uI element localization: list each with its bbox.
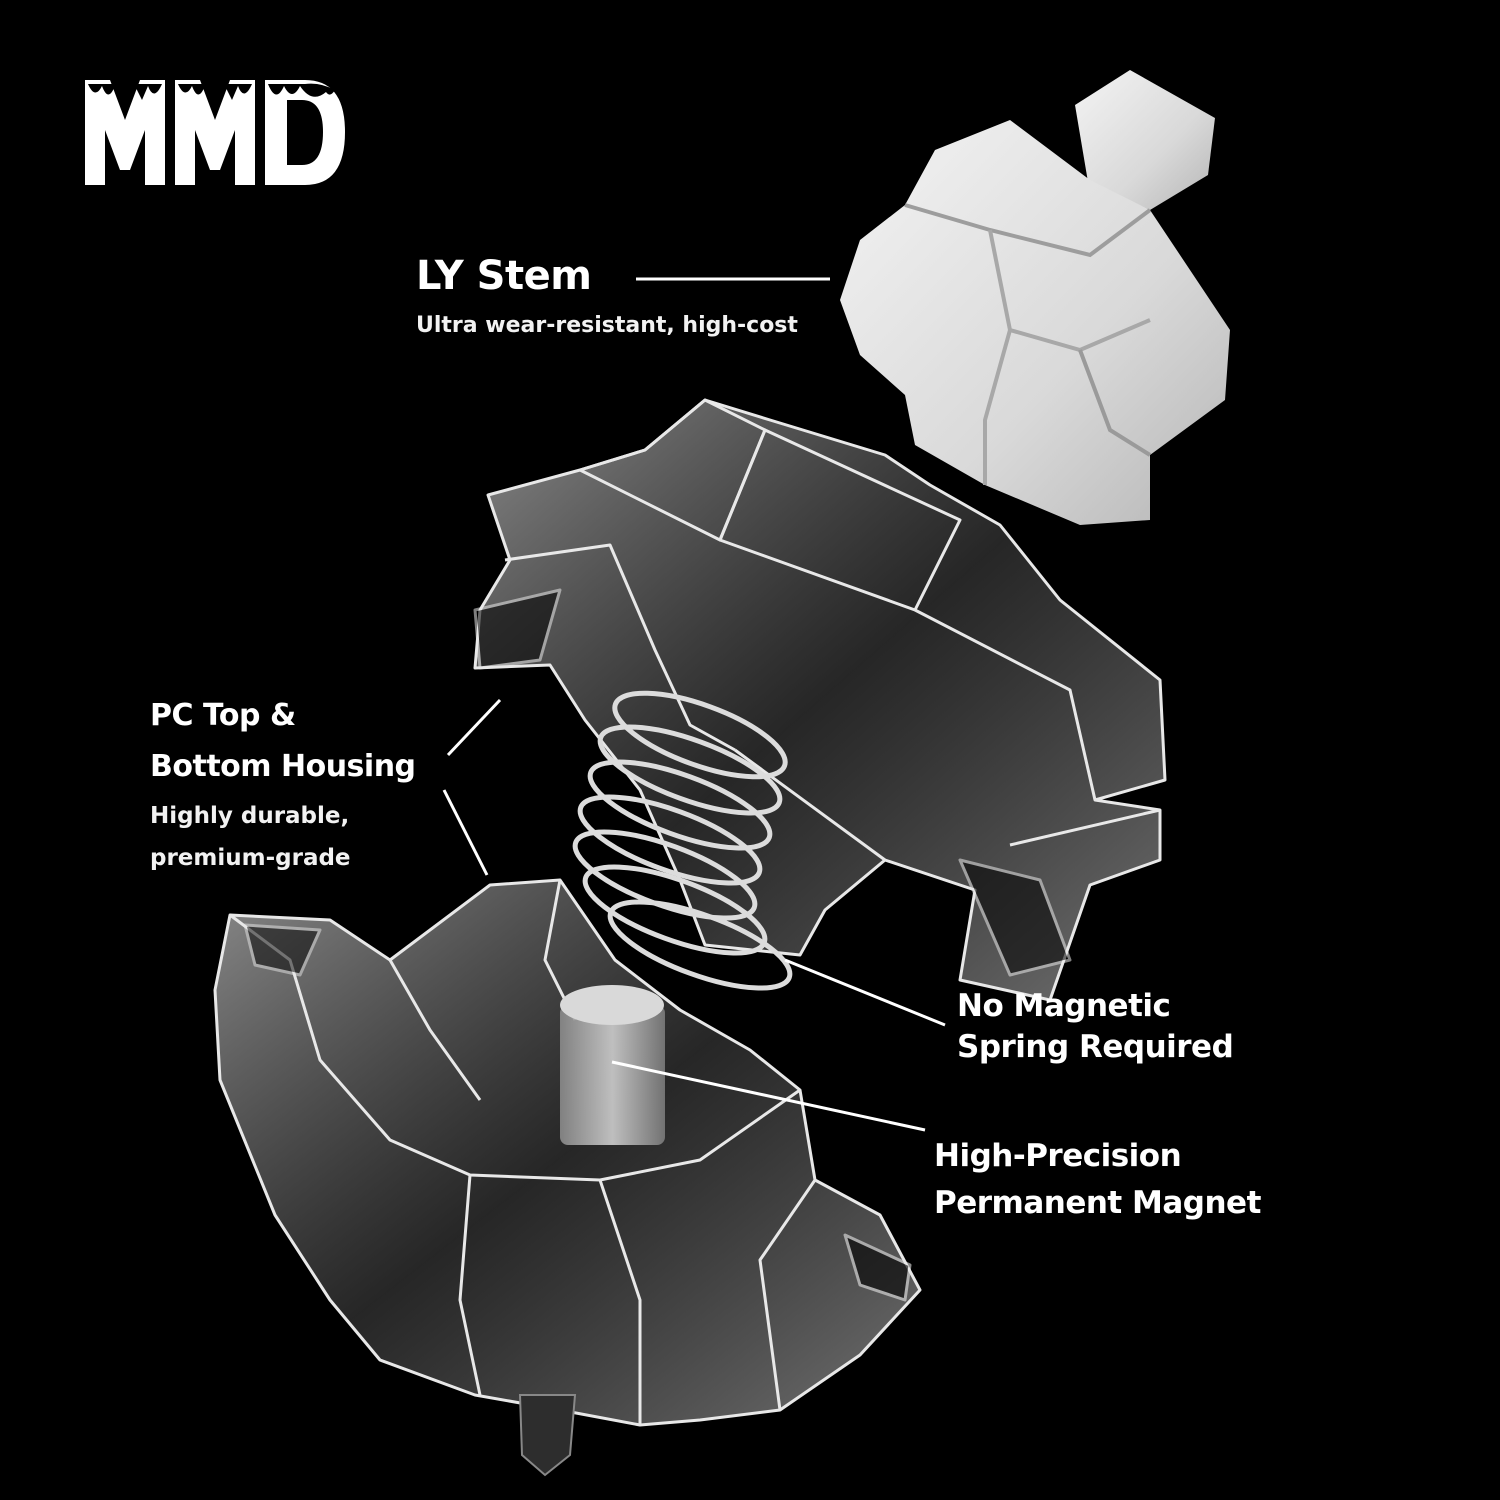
- magnet-title-line1: High-Precision: [934, 1138, 1182, 1174]
- housing-leader-line-bottom: [442, 789, 489, 876]
- spring-part: [572, 690, 793, 991]
- spring-title-line2: Spring Required: [957, 1029, 1234, 1065]
- bottom-housing-part: [213, 878, 922, 1427]
- stem-title: LY Stem: [416, 253, 592, 299]
- magnet-title-line2: Permanent Magnet: [934, 1185, 1261, 1221]
- housing-leader-line-top: [446, 698, 502, 757]
- housing-title-line1: PC Top &: [150, 698, 296, 733]
- housing-subtitle-line2: premium-grade: [150, 845, 351, 871]
- leader-lines: [442, 277, 946, 1132]
- mmd-logo: [85, 80, 345, 185]
- pin-part: [518, 1394, 577, 1477]
- housing-subtitle-line1: Highly durable,: [150, 803, 350, 829]
- spring-leader-line: [784, 958, 946, 1027]
- magnet-leader-line: [611, 1060, 926, 1132]
- stem-subtitle: Ultra wear-resistant, high-cost: [416, 313, 798, 338]
- spring-title-line1: No Magnetic: [957, 988, 1171, 1024]
- stem-part: [840, 70, 1230, 525]
- magnet-part: [560, 985, 665, 1145]
- top-housing-part: [473, 398, 1167, 1002]
- housing-title-line2: Bottom Housing: [150, 749, 416, 784]
